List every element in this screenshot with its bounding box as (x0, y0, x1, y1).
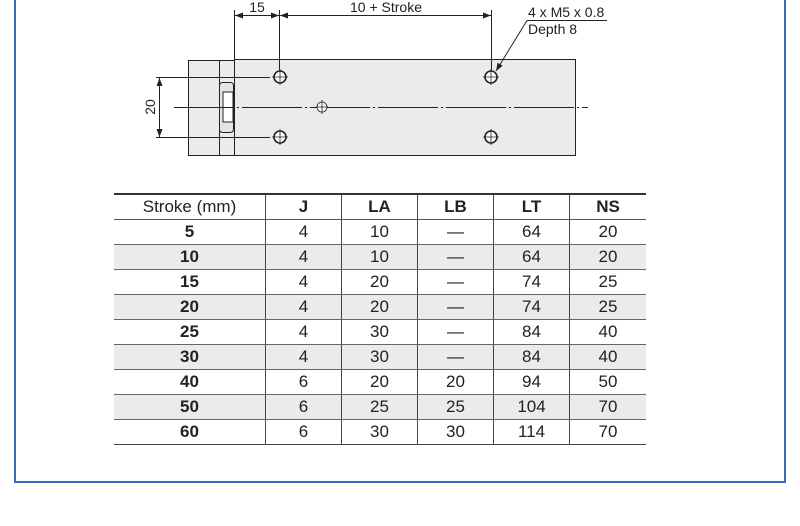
cell-la: 20 (341, 294, 418, 320)
cell-la: 10 (341, 244, 418, 270)
cell-la: 25 (341, 394, 418, 420)
dimension-drawing: 15 10 + Stroke 20 4 x M5 x 0.8 Depth 8 (142, 0, 607, 156)
cell-ns: 25 (569, 269, 646, 295)
cell-stroke: 30 (114, 344, 266, 370)
cell-lt: 84 (493, 319, 570, 345)
dim-height-label: 20 (142, 99, 158, 115)
dim-offset-label: 15 (249, 0, 265, 15)
cell-lt: 74 (493, 294, 570, 320)
cell-lt: 104 (493, 394, 570, 420)
cell-j: 4 (265, 294, 342, 320)
cell-la: 30 (341, 319, 418, 345)
header-lb: LB (417, 193, 494, 220)
cell-lt: 94 (493, 369, 570, 395)
cell-stroke: 25 (114, 319, 266, 345)
cell-lt: 64 (493, 219, 570, 245)
cell-lt: 84 (493, 344, 570, 370)
cell-ns: 70 (569, 419, 646, 445)
cell-lb: — (417, 344, 494, 370)
cell-j: 4 (265, 219, 342, 245)
cell-la: 20 (341, 369, 418, 395)
cell-stroke: 15 (114, 269, 266, 295)
cell-j: 4 (265, 344, 342, 370)
cell-ns: 50 (569, 369, 646, 395)
cell-lt: 74 (493, 269, 570, 295)
cell-stroke: 50 (114, 394, 266, 420)
thread-note: 4 x M5 x 0.8 (528, 4, 604, 20)
cell-j: 4 (265, 319, 342, 345)
cell-lt: 114 (493, 419, 570, 445)
cell-j: 6 (265, 369, 342, 395)
dim-pitch-label: 10 + Stroke (350, 0, 422, 15)
cell-stroke: 60 (114, 419, 266, 445)
thread-depth-note: Depth 8 (528, 21, 577, 37)
header-lt: LT (493, 193, 570, 220)
header-la: LA (341, 193, 418, 220)
cell-lb: — (417, 269, 494, 295)
cell-lb: 30 (417, 419, 494, 445)
cell-lb: — (417, 294, 494, 320)
cell-la: 30 (341, 344, 418, 370)
header-j: J (265, 193, 342, 220)
cell-lb: 25 (417, 394, 494, 420)
cell-lt: 64 (493, 244, 570, 270)
cell-lb: — (417, 219, 494, 245)
cell-lb: — (417, 319, 494, 345)
cell-la: 30 (341, 419, 418, 445)
content-frame (14, 0, 786, 483)
header-ns: NS (569, 193, 646, 220)
cell-ns: 40 (569, 319, 646, 345)
cell-stroke: 10 (114, 244, 266, 270)
cell-j: 4 (265, 269, 342, 295)
cell-lb: — (417, 244, 494, 270)
table-header-row: Stroke (mm) J LA LB LT NS (114, 193, 646, 220)
cell-j: 4 (265, 244, 342, 270)
cell-ns: 70 (569, 394, 646, 420)
cell-ns: 20 (569, 219, 646, 245)
cell-stroke: 20 (114, 294, 266, 320)
cell-lb: 20 (417, 369, 494, 395)
cell-stroke: 5 (114, 219, 266, 245)
cell-j: 6 (265, 394, 342, 420)
cell-la: 10 (341, 219, 418, 245)
header-stroke: Stroke (mm) (114, 193, 266, 220)
cell-j: 6 (265, 419, 342, 445)
cell-la: 20 (341, 269, 418, 295)
cell-ns: 25 (569, 294, 646, 320)
cell-ns: 40 (569, 344, 646, 370)
cell-ns: 20 (569, 244, 646, 270)
cell-stroke: 40 (114, 369, 266, 395)
